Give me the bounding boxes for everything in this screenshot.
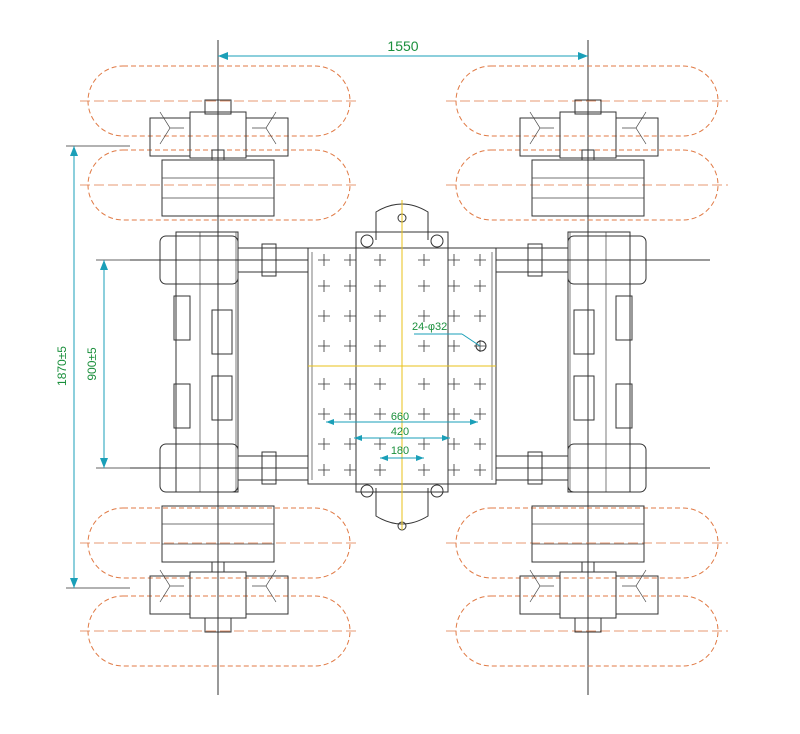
mounting-hole-mark [448,408,460,420]
mounting-hole-mark [418,254,430,266]
mounting-hole-mark [318,310,330,322]
holes-note-label: 24-φ32 [412,321,447,333]
dimension-hole-660: 660 [326,411,478,425]
mounting-hole-mark [448,378,460,390]
mounting-hole-mark [374,378,386,390]
mounting-hole-mark [474,280,486,292]
dimension-wheel-track: 1550 [218,38,588,60]
mounting-hole-mark [374,310,386,322]
mounting-hole-mark [318,378,330,390]
mounting-hole-mark [374,340,386,352]
mounting-hole-mark [418,438,430,450]
mounting-hole-mark [448,310,460,322]
mounting-hole-mark [344,280,356,292]
mounting-hole-mark [344,254,356,266]
mounting-hole-mark [374,408,386,420]
mounting-hole-mark [474,378,486,390]
mounting-hole-mark [318,340,330,352]
mounting-hole-mark [318,254,330,266]
mounting-hole-mark [374,464,386,476]
mounting-hole-mark [418,464,430,476]
dimension-hole-420: 420 [354,426,450,441]
mounting-hole-mark [344,378,356,390]
dimension-hole-180: 180 [380,445,424,461]
mounting-hole-mark [474,464,486,476]
dimension-inner-length: 900±5 [85,260,108,468]
mounting-hole-mark [344,438,356,450]
mounting-hole-mark [474,408,486,420]
mounting-hole-mark [474,254,486,266]
holes-note: 24-φ32 [412,321,481,347]
mounting-hole-mark [318,408,330,420]
mounting-hole-mark [344,340,356,352]
inner-length-label: 900±5 [85,347,99,381]
front-axle [130,235,710,285]
mounting-hole-mark [474,310,486,322]
mounting-hole-mark [448,438,460,450]
mounting-hole-mark [474,438,486,450]
right-frame-rail [567,231,633,493]
hub-front-left [149,99,289,217]
mounting-hole-mark [374,280,386,292]
dimension-overall-length: 1870±5 [55,146,78,588]
rear-axle [130,443,710,493]
mounting-hole-mark [448,464,460,476]
mounting-hole-mark [318,464,330,476]
mounting-hole-mark [318,438,330,450]
mounting-hole-mark [374,438,386,450]
mounting-hole-mark [418,378,430,390]
mounting-hole-mark [344,310,356,322]
mounting-hole-mark [344,408,356,420]
hole-660-label: 660 [391,411,409,423]
left-frame-rail [173,231,239,493]
mounting-hole-mark [344,464,356,476]
mounting-hole-mark [418,340,430,352]
mounting-hole-mark [318,280,330,292]
mounting-hole-mark [374,254,386,266]
hole-180-label: 180 [391,445,409,457]
mounting-hole-mark [418,408,430,420]
hole-420-label: 420 [391,426,409,438]
wheel-track-label: 1550 [387,38,418,54]
hub-rear-right [519,505,659,633]
mounting-hole-mark [418,280,430,292]
overall-length-label: 1870±5 [55,346,69,386]
mounting-hole-mark [448,254,460,266]
hub-rear-left [149,505,289,633]
hub-front-right [519,99,659,217]
mounting-hole-mark [448,280,460,292]
mounting-hole-mark [448,340,460,352]
hole-pattern [318,254,486,476]
mounting-hole-mark [418,310,430,322]
